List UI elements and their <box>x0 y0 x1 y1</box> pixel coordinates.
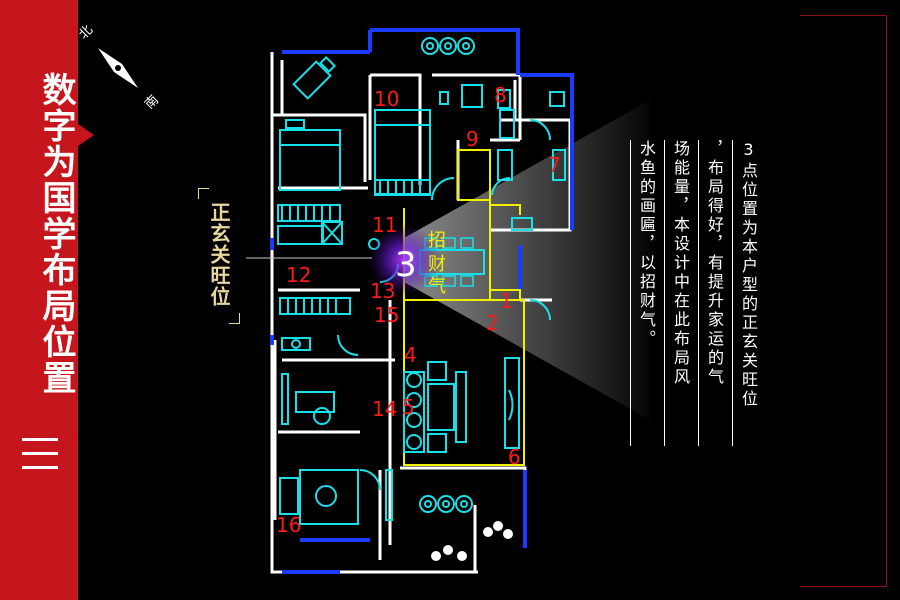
room-number-6: 6 <box>508 445 521 469</box>
marker-caption-char: 招 <box>428 230 446 251</box>
room-number-5: 5 <box>402 395 415 419</box>
description-col-3: 场能量，本设计中在此布局风 <box>664 140 693 446</box>
sidebar-decorative-lines <box>22 438 58 470</box>
zx-label: 正玄关旺位 <box>198 188 240 324</box>
decorative-frame <box>800 15 887 587</box>
marker-caption: 招 财 气 <box>428 230 446 297</box>
sidebar: 数字为国学布局位置 <box>0 0 78 600</box>
light-beam <box>404 100 650 420</box>
room-number-4: 4 <box>404 343 417 367</box>
room-number-2: 2 <box>486 311 499 335</box>
furniture <box>277 37 566 525</box>
room-number-9: 9 <box>466 127 479 151</box>
description-col-2: ，布局得好，有提升家运的气 <box>698 140 727 446</box>
room-number-1: 1 <box>500 289 513 313</box>
sidebar-title: 数字为国学布局位置 <box>36 72 76 396</box>
marker-caption-char: 财 <box>428 254 446 275</box>
room-number-11: 11 <box>372 213 397 237</box>
marker-number: 3 <box>395 245 417 285</box>
glow <box>368 224 440 296</box>
room-number-10: 10 <box>374 87 399 111</box>
room-number-15: 15 <box>374 303 399 327</box>
plants <box>431 521 513 561</box>
description-col-4: 水鱼的画匾，以招财气。 <box>630 140 659 446</box>
room-number-13: 13 <box>370 279 395 303</box>
marker-caption-char: 气 <box>428 276 446 297</box>
zx-label-text: 正玄关旺位 <box>207 202 231 307</box>
room-number-14: 14 <box>372 397 397 421</box>
room-number-16: 16 <box>276 513 301 537</box>
description-col-1: 3点位置为本户型的正玄关旺位 <box>732 140 761 446</box>
sidebar-pointer-arrow <box>78 124 94 146</box>
windows <box>270 28 574 574</box>
room-number-12: 12 <box>286 263 311 287</box>
room-number-7: 7 <box>548 153 561 177</box>
room-number-8: 8 <box>494 83 507 107</box>
